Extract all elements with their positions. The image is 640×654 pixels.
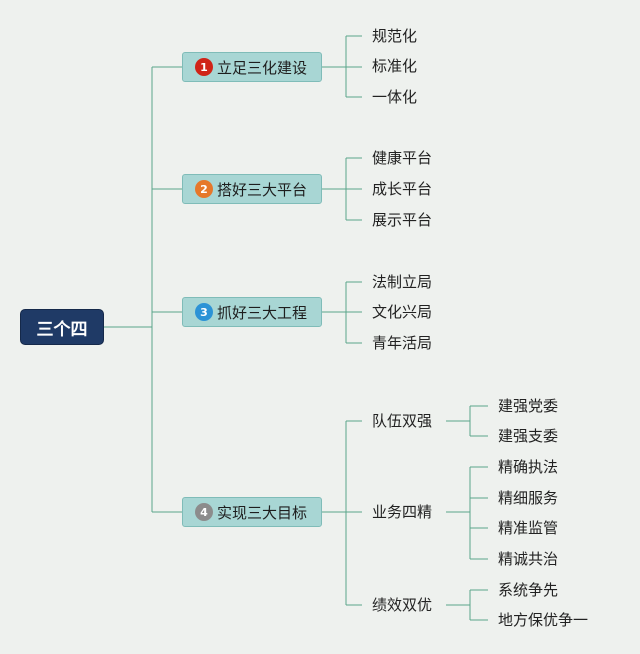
leaf-node[interactable]: 展示平台 [372, 210, 432, 230]
leaf-label: 健康平台 [372, 149, 433, 167]
leaf-node[interactable]: 建强支委 [498, 426, 558, 446]
leaf-label: 一体化 [372, 88, 418, 106]
branch-label: 立足三化建设 [217, 58, 308, 77]
leaf-label: 展示平台 [372, 211, 433, 229]
leaf-node[interactable]: 精确执法 [498, 457, 558, 477]
branch-label: 实现三大目标 [217, 503, 308, 522]
subgroup-node[interactable]: 绩效双优 [372, 595, 432, 615]
leaf-label: 系统争先 [498, 581, 559, 599]
leaf-node[interactable]: 青年活局 [372, 333, 432, 353]
leaf-node[interactable]: 精诚共治 [498, 549, 558, 569]
branch-node-1[interactable]: 1 立足三化建设 [182, 52, 322, 82]
leaf-label: 精准监管 [498, 519, 559, 537]
leaf-node[interactable]: 地方保优争一 [498, 610, 588, 630]
leaf-label: 精细服务 [498, 489, 559, 507]
leaf-label: 标准化 [372, 57, 418, 75]
number-badge-2-icon: 2 [195, 180, 213, 198]
root-label: 三个四 [36, 319, 88, 340]
leaf-node[interactable]: 法制立局 [372, 272, 432, 292]
leaf-label: 建强党委 [498, 397, 559, 415]
subgroup-node[interactable]: 业务四精 [372, 502, 432, 522]
branch-node-3[interactable]: 3 抓好三大工程 [182, 297, 322, 327]
leaf-node[interactable]: 系统争先 [498, 580, 558, 600]
leaf-label: 成长平台 [372, 180, 433, 198]
leaf-node[interactable]: 文化兴局 [372, 302, 432, 322]
number-badge-4-icon: 4 [195, 503, 213, 521]
leaf-node[interactable]: 成长平台 [372, 179, 432, 199]
leaf-node[interactable]: 精准监管 [498, 518, 558, 538]
leaf-label: 建强支委 [498, 427, 559, 445]
leaf-label: 精确执法 [498, 458, 559, 476]
leaf-label: 精诚共治 [498, 550, 559, 568]
subgroup-label: 队伍双强 [372, 412, 433, 430]
leaf-label: 法制立局 [372, 273, 433, 291]
branch-node-4[interactable]: 4 实现三大目标 [182, 497, 322, 527]
branch-label: 搭好三大平台 [217, 180, 308, 199]
leaf-label: 青年活局 [372, 334, 433, 352]
subgroup-node[interactable]: 队伍双强 [372, 411, 432, 431]
subgroup-label: 业务四精 [372, 503, 433, 521]
number-badge-3-icon: 3 [195, 303, 213, 321]
leaf-label: 文化兴局 [372, 303, 433, 321]
leaf-node[interactable]: 标准化 [372, 56, 417, 76]
branch-label: 抓好三大工程 [217, 303, 308, 322]
leaf-node[interactable]: 一体化 [372, 87, 417, 107]
leaf-node[interactable]: 健康平台 [372, 148, 432, 168]
leaf-label: 规范化 [372, 27, 418, 45]
leaf-node[interactable]: 规范化 [372, 26, 417, 46]
leaf-node[interactable]: 建强党委 [498, 396, 558, 416]
number-badge-1-icon: 1 [195, 58, 213, 76]
root-node[interactable]: 三个四 [20, 309, 104, 345]
subgroup-label: 绩效双优 [372, 596, 433, 614]
branch-node-2[interactable]: 2 搭好三大平台 [182, 174, 322, 204]
leaf-label: 地方保优争一 [498, 611, 589, 629]
leaf-node[interactable]: 精细服务 [498, 488, 558, 508]
